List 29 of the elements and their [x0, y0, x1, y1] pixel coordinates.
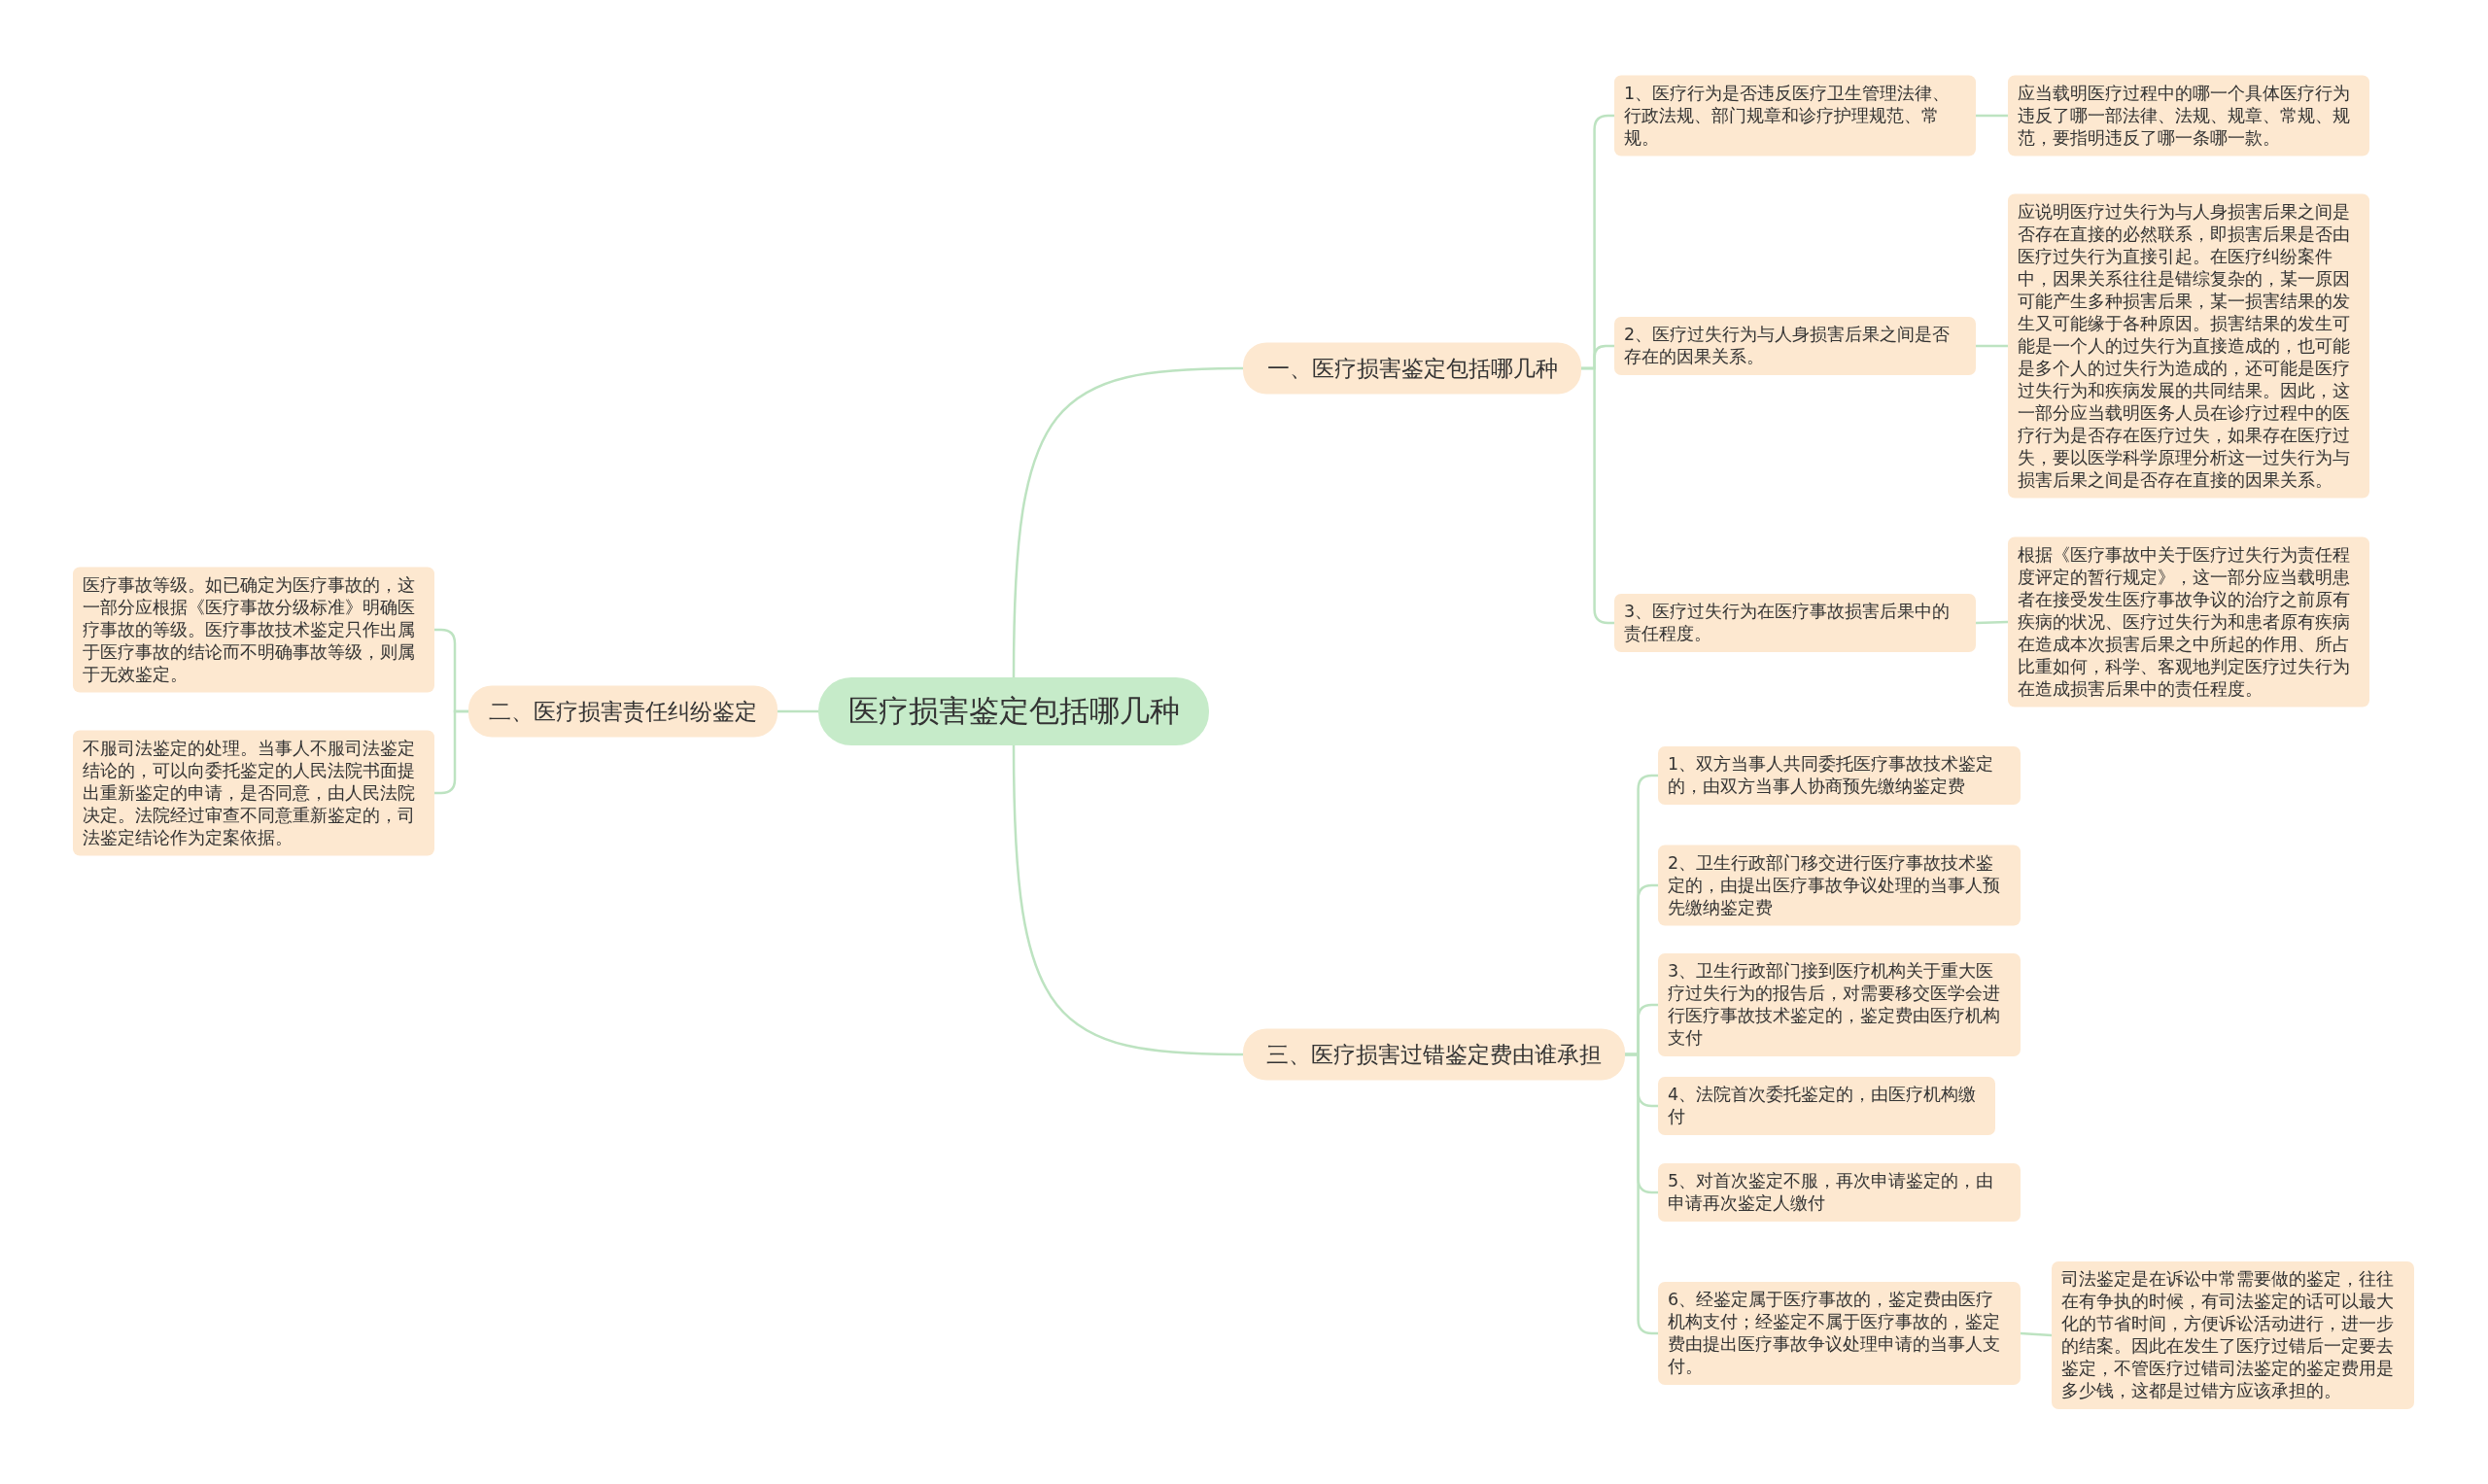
connector-line [1976, 114, 2008, 118]
topic-box: 二、医疗损害责任纠纷鉴定 [468, 685, 778, 738]
connector-line [434, 709, 468, 795]
connector-line [1012, 745, 1243, 1056]
note-box: 应当载明医疗过程中的哪一个具体医疗行为违反了哪一部法律、法规、规章、常规、规范，要指明违反了哪一条哪一款。 [2008, 75, 2369, 156]
subtopic-box: 3、医疗过失行为在医疗事故损害后果中的责任程度。 [1614, 594, 1976, 652]
note-box: 应说明医疗过失行为与人身损害后果之间是否存在直接的必然联系，即损害后果是否由医疗过失行为直接引起。在医疗纠纷案件中，因果关系往往是错综复杂的，某一原因可能产生多种损害后果，某一损害结果的发生又可能缘于各种原因。损害结果的发生可能是一个人的过失行为直接造成的，也可能是多个人的过失行为造成的，还可能是医疗过失行为和疾病发展的共同结果。因此，这一部分应当载明医务人员在诊疗过程中的医疗行为是否存在医疗过失，如果存在医疗过失，要以医学科学原理分析这一过失行为与损害后果之间是否存在直接的因果关系。 [2008, 193, 2369, 499]
subtopic-box: 1、双方当事人共同委托医疗事故技术鉴定的，由双方当事人协商预先缴纳鉴定费 [1658, 746, 2021, 805]
connector-line [1976, 344, 2008, 348]
note-box: 医疗事故等级。如已确定为医疗事故的，这一部分应根据《医疗事故分级标准》明确医疗事故的等级。医疗事故技术鉴定只作出属于医疗事故的结论而不明确事故等级，则属于无效鉴定。 [73, 567, 434, 693]
subtopic-box: 3、卫生行政部门接到医疗机构关于重大医疗过失行为的报告后，对需要移交医学会进行医疗事故技术鉴定的，鉴定费由医疗机构支付 [1658, 953, 2021, 1056]
connector-line [1012, 366, 1243, 677]
connector-line [1975, 620, 2009, 625]
topic-box: 三、医疗损害过错鉴定费由谁承担 [1243, 1028, 1625, 1081]
connector-line [2020, 1331, 2053, 1337]
subtopic-box: 1、医疗行为是否违反医疗卫生管理法律、行政法规、部门规章和诊疗护理规范、常规。 [1614, 75, 1976, 156]
subtopic-box: 2、卫生行政部门移交进行医疗事故技术鉴定的，由提出医疗事故争议处理的当事人预先缴纳鉴定费 [1658, 845, 2021, 926]
connector-line [1581, 366, 1614, 625]
connector-line [778, 709, 818, 713]
subtopic-box: 6、经鉴定属于医疗事故的，鉴定费由医疗机构支付；经鉴定不属于医疗事故的，鉴定费由提出医疗事故争议处理申请的当事人支付。 [1658, 1282, 2021, 1385]
subtopic-box: 4、法院首次委托鉴定的，由医疗机构缴付 [1658, 1077, 1995, 1135]
topic-box: 一、医疗损害鉴定包括哪几种 [1243, 342, 1581, 395]
note-box: 不服司法鉴定的处理。当事人不服司法鉴定结论的，可以向委托鉴定的人民法院书面提出重新鉴定的申请，是否同意，由人民法院决定。法院经过审查不同意重新鉴定的，司法鉴定结论作为定案依据。 [73, 730, 434, 856]
subtopic-box: 2、医疗过失行为与人身损害后果之间是否存在的因果关系。 [1614, 317, 1976, 375]
note-box: 根据《医疗事故中关于医疗过失行为责任程度评定的暂行规定》，这一部分应当载明患者在接受发生医疗事故争议的治疗之前原有疾病的状况、医疗过失行为和患者原有疾病在造成本次损害后果之中所起的作用、所占比重如何，科学、客观地判定医疗过失行为在造成损害后果中的责任程度。 [2008, 536, 2369, 707]
connector-line [1625, 1053, 1658, 1335]
subtopic-box: 5、对首次鉴定不服，再次申请鉴定的，由申请再次鉴定人缴付 [1658, 1163, 2021, 1222]
note-box: 司法鉴定是在诉讼中常需要做的鉴定，往往在有争执的时候，有司法鉴定的话可以最大化的节省时间，方便诉讼活动进行，进一步的结案。因此在发生了医疗过错后一定要去鉴定，不管医疗过错司法鉴定的鉴定费用是多少钱，这都是过错方应该承担的。 [2052, 1261, 2414, 1409]
central-topic-box: 医疗损害鉴定包括哪几种 [818, 677, 1209, 745]
